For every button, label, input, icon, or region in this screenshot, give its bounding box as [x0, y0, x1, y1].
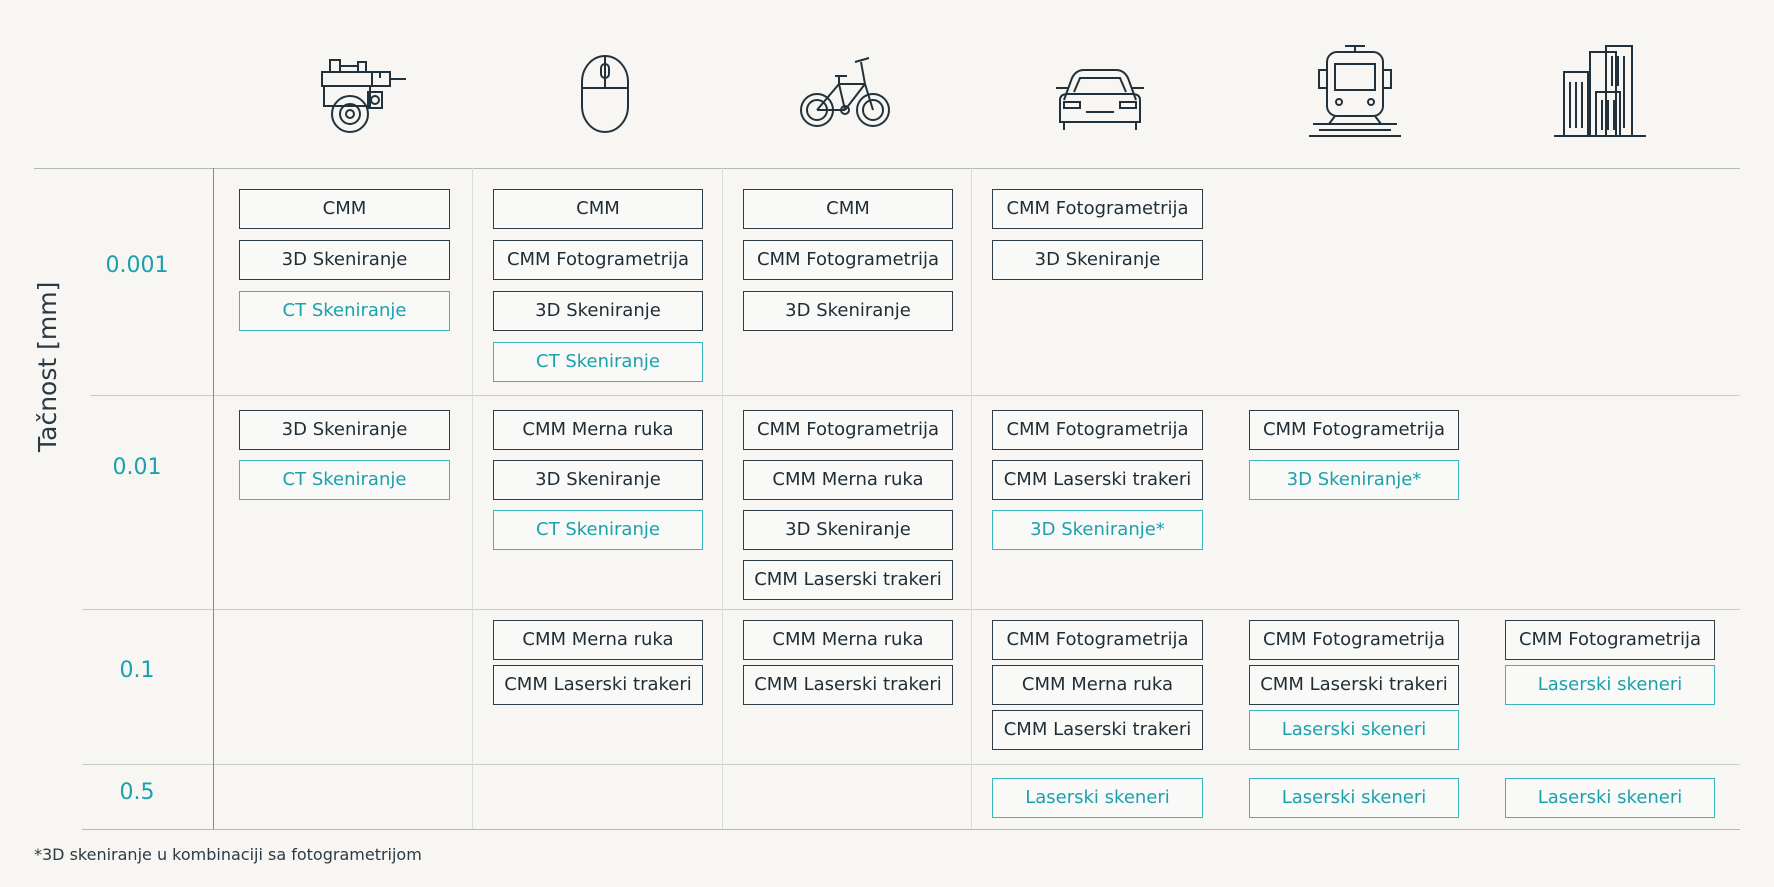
method-box: CMM Laserski trakeri [1249, 665, 1459, 705]
method-box: CT Skeniranje [493, 342, 703, 382]
row-divider-1 [90, 395, 1740, 396]
method-box: CMM Merna ruka [493, 410, 703, 450]
row-label-0.5: 0.5 [119, 780, 155, 805]
method-box: 3D Skeniranje* [1249, 460, 1459, 500]
method-box: CMM Laserski trakeri [743, 560, 953, 600]
train-icon [1305, 42, 1405, 142]
method-box: Laserski skeneri [1249, 710, 1459, 750]
method-box: CMM Laserski trakeri [992, 710, 1203, 750]
method-box: 3D Skeniranje [239, 410, 450, 450]
column-divider-1 [472, 168, 473, 829]
method-box: CMM [743, 189, 953, 229]
method-box: Laserski skeneri [1505, 665, 1715, 705]
method-box: CMM Fotogrametrija [1249, 410, 1459, 450]
footnote: *3D skeniranje u kombinaciji sa fotogram… [34, 845, 422, 864]
method-box: 3D Skeniranje [743, 510, 953, 550]
column-divider-3 [971, 168, 972, 829]
method-box: CMM [493, 189, 703, 229]
method-box: 3D Skeniranje [992, 240, 1203, 280]
method-box: CMM Merna ruka [743, 460, 953, 500]
method-box: 3D Skeniranje [239, 240, 450, 280]
method-box: CMM Laserski trakeri [743, 665, 953, 705]
method-box: 3D Skeniranje [493, 460, 703, 500]
method-box: Laserski skeneri [1505, 778, 1715, 818]
column-divider-2 [722, 168, 723, 829]
method-box: CMM Merna ruka [743, 620, 953, 660]
caliper-gear-icon [310, 42, 410, 142]
row-divider-3 [82, 764, 1740, 765]
buildings-icon [1550, 42, 1650, 142]
method-box: CMM Fotogrametrija [992, 189, 1203, 229]
method-box: CMM Merna ruka [493, 620, 703, 660]
bicycle-icon [795, 42, 895, 142]
method-box: CMM Fotogrametrija [1505, 620, 1715, 660]
computer-mouse-icon [555, 42, 655, 142]
method-box: 3D Skeniranje [743, 291, 953, 331]
method-box: CMM [239, 189, 450, 229]
method-box: CMM Merna ruka [992, 665, 1203, 705]
method-box: CMM Laserski trakeri [992, 460, 1203, 500]
y-axis-label: Tačnost [mm] [33, 281, 62, 452]
method-box: CMM Laserski trakeri [493, 665, 703, 705]
method-box: CMM Fotogrametrija [992, 620, 1203, 660]
row-label-0.01: 0.01 [112, 455, 162, 480]
method-box: CMM Fotogrametrija [743, 410, 953, 450]
bottom-divider [82, 829, 1740, 830]
method-box: CMM Fotogrametrija [1249, 620, 1459, 660]
car-icon [1050, 42, 1150, 142]
method-box: CT Skeniranje [239, 460, 450, 500]
method-box: CMM Fotogrametrija [992, 410, 1203, 450]
row-label-0.001: 0.001 [105, 253, 169, 278]
method-box: CMM Fotogrametrija [493, 240, 703, 280]
method-box: CT Skeniranje [493, 510, 703, 550]
method-box: Laserski skeneri [1249, 778, 1459, 818]
method-box: 3D Skeniranje [493, 291, 703, 331]
row-label-0.1: 0.1 [119, 658, 155, 683]
header-divider [34, 168, 1740, 169]
method-box: 3D Skeniranje* [992, 510, 1203, 550]
method-box: CMM Fotogrametrija [743, 240, 953, 280]
method-box: Laserski skeneri [992, 778, 1203, 818]
row-divider-2 [82, 609, 1740, 610]
axis-vertical-line [213, 168, 214, 829]
method-box: CT Skeniranje [239, 291, 450, 331]
